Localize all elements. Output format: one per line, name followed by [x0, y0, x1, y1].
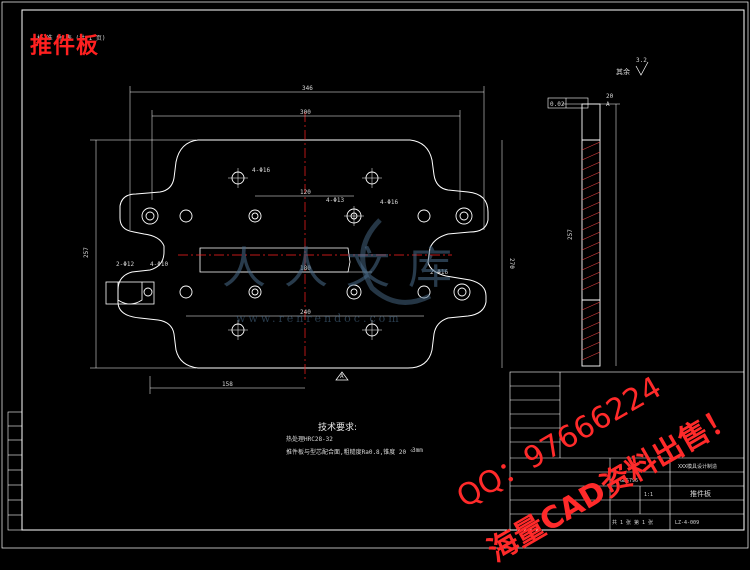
inner-frame	[21, 9, 745, 531]
datum-label: A	[606, 101, 610, 108]
datum-marker	[335, 371, 349, 381]
callout-4: 2-Φ16	[430, 269, 448, 276]
callout-6: 4-Φ10	[150, 261, 168, 268]
title-block-texts: 45 GB5796 XXX模具设计制造 推件板 LZ-4-009 1:1 共 1…	[612, 463, 717, 526]
section-height: 257	[567, 229, 574, 240]
tech-unit: 3mm	[412, 447, 423, 454]
tb-sheet: 共 1 张 第 1 张	[612, 519, 653, 526]
tb-scale: 1:1	[644, 492, 653, 498]
callout-5: 2-Φ12	[116, 261, 134, 268]
left-margin-table	[7, 411, 23, 531]
plate-inner-edge	[199, 247, 351, 273]
flatness-frame	[547, 97, 589, 109]
title-block	[509, 371, 745, 531]
dim-overall-width: 346	[302, 85, 313, 92]
tb-part-name: 推件板	[690, 489, 711, 498]
flatness-value: 0.02	[550, 101, 565, 108]
left-slot	[105, 281, 155, 305]
dimension-texts: 346 300 257 270 120 180 240 158 4-Φ16 4-…	[83, 57, 647, 388]
roughness-symbol	[635, 61, 649, 76]
tb-standard: GB5796	[620, 478, 638, 484]
dim-height-left: 257	[83, 247, 90, 258]
cad-drawing: 346 300 257 270 120 180 240 158 4-Φ16 4-…	[1, 1, 749, 549]
tech-line-2: 推件板与型芯配合面,粗糙度Ra0.8,锥度 20 °	[286, 449, 414, 456]
dim-inner-width: 300	[300, 109, 311, 116]
page-title: 推件板	[30, 34, 100, 59]
watermark-url: www.renrendoc.com	[236, 312, 402, 325]
tech-line-1: 热处理HRC28-32	[286, 436, 333, 443]
datum-bottom-label: A	[340, 373, 344, 380]
dimension-lines	[90, 86, 503, 394]
dim-hole-spacing-mid: 180	[300, 265, 311, 272]
tb-school: XXX模具设计制造	[678, 463, 717, 470]
small-caption: 标 准 件 表 (共 1 页)	[37, 35, 106, 42]
tb-drawing-no: LZ-4-009	[675, 520, 699, 526]
watermark-logo	[360, 218, 432, 305]
tech-requirements-title: 技术要求:	[318, 423, 358, 433]
center-lines	[178, 112, 452, 382]
dim-bottom-left: 158	[222, 381, 233, 388]
roughness-note: 其余	[616, 67, 630, 76]
plate-outline	[117, 139, 489, 369]
callout-2: 4-Φ13	[326, 197, 344, 204]
outer-frame	[1, 1, 749, 549]
dim-height-right: 270	[508, 258, 515, 269]
callout-1: 4-Φ16	[252, 167, 270, 174]
hole-cross-marks	[228, 168, 382, 340]
section-hatch	[581, 141, 601, 361]
dim-hole-spacing-top: 120	[300, 189, 311, 196]
callout-3: 4-Φ16	[380, 199, 398, 206]
title-block-left-grid	[510, 385, 560, 443]
dim-hole-spacing-bottom: 240	[300, 309, 311, 316]
watermark-cn: 人人文库	[222, 243, 470, 294]
section-thickness: 20	[606, 93, 614, 100]
roughness-value: 3.2	[636, 57, 647, 64]
tb-material: 45	[630, 464, 636, 470]
section-view	[562, 103, 620, 367]
